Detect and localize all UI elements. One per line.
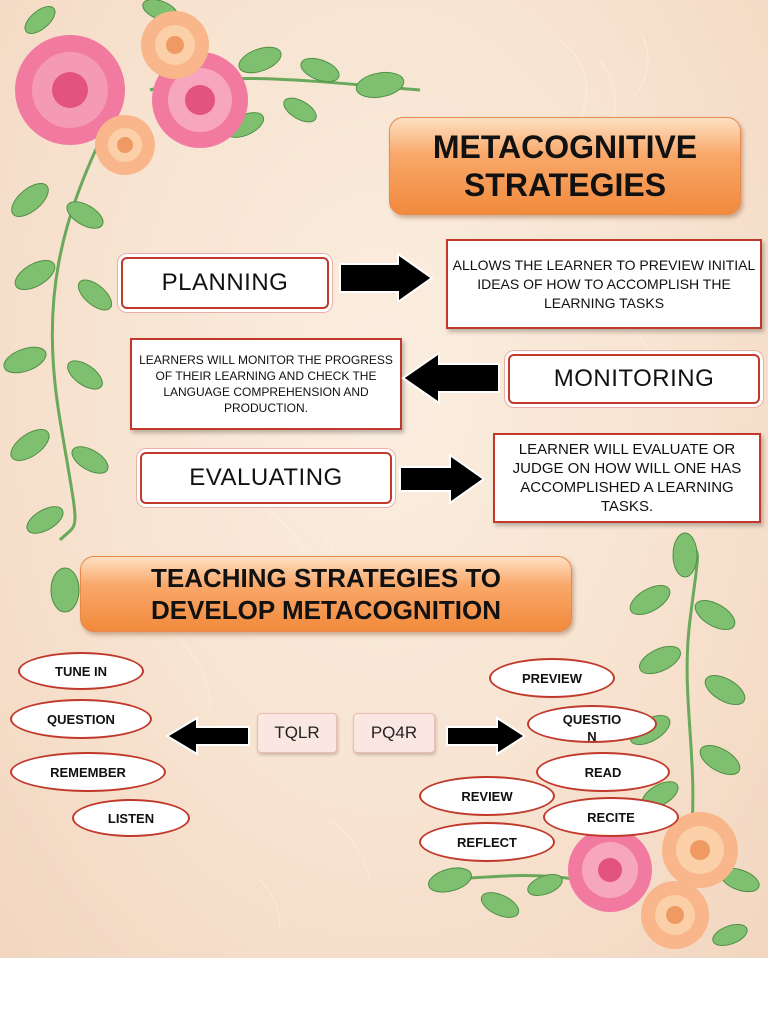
pq4r-item-text: PREVIEW <box>522 670 582 686</box>
title2-line-1: TEACHING STRATEGIES TO <box>150 563 502 593</box>
pq4r-item-recite: RECITE <box>543 797 679 837</box>
tqlr-item-text: LISTEN <box>107 810 155 826</box>
planning-description-text: ALLOWS THE LEARNER TO PREVIEW INITIAL ID… <box>452 256 756 311</box>
tqlr-item-question: QUESTION <box>10 699 152 739</box>
tqlr-item-tune-in: TUNE IN <box>18 652 144 690</box>
tqlr-box: TQLR <box>257 713 337 753</box>
pq4r-item-review: REVIEW <box>419 776 555 816</box>
metacognitive-strategies-title: METACOGNITIVE STRATEGIES <box>389 117 741 215</box>
evaluating-description-text: LEARNER WILL EVALUATE OR JUDGE ON HOW WI… <box>512 441 742 515</box>
pq4r-item-text: QUESTIO N <box>562 712 622 743</box>
tqlr-item-text: REMEMBER <box>50 764 126 780</box>
planning-arrow-icon <box>339 252 434 304</box>
monitoring-label-text: MONITORING <box>553 365 715 392</box>
pq4r-item-text: RECITE <box>587 809 635 825</box>
pq4r-item-text: REFLECT <box>457 834 517 850</box>
pq4r-box: PQ4R <box>353 713 435 753</box>
pq4r-item-read: READ <box>536 752 670 792</box>
teaching-strategies-title: TEACHING STRATEGIES TO DEVELOP METACOGNI… <box>80 556 572 632</box>
monitoring-description-text: LEARNERS WILL MONITOR THE PROGRESS OF TH… <box>139 353 393 415</box>
monitoring-label: MONITORING <box>508 354 760 404</box>
monitoring-arrow-icon <box>401 351 500 405</box>
pq4r-label: PQ4R <box>370 723 418 742</box>
planning-label: PLANNING <box>121 257 329 309</box>
evaluating-arrow-icon <box>399 453 486 505</box>
infographic-page: METACOGNITIVE STRATEGIES PLANNING ALLOWS… <box>0 0 768 958</box>
tqlr-item-text: TUNE IN <box>55 663 107 679</box>
pq4r-item-text: REVIEW <box>461 788 513 804</box>
tqlr-label: TQLR <box>274 723 320 742</box>
pq4r-item-text: READ <box>584 764 622 780</box>
pq4r-item-preview: PREVIEW <box>489 658 615 698</box>
title-line-1: METACOGNITIVE <box>432 129 698 165</box>
tqlr-item-listen: LISTEN <box>72 799 190 837</box>
pq4r-item-reflect: REFLECT <box>419 822 555 862</box>
top-left-roses <box>15 11 248 175</box>
monitoring-description: LEARNERS WILL MONITOR THE PROGRESS OF TH… <box>130 338 402 430</box>
evaluating-label-text: EVALUATING <box>189 464 343 491</box>
planning-label-text: PLANNING <box>161 269 289 296</box>
tqlr-arrow-icon <box>165 716 250 756</box>
evaluating-label: EVALUATING <box>140 452 392 504</box>
title-line-2: STRATEGIES <box>463 167 667 203</box>
planning-description: ALLOWS THE LEARNER TO PREVIEW INITIAL ID… <box>446 239 762 329</box>
tqlr-item-remember: REMEMBER <box>10 752 166 792</box>
title2-line-2: DEVELOP METACOGNITION <box>150 595 502 625</box>
pq4r-item-question: QUESTIO N <box>527 705 657 743</box>
pq4r-arrow-icon <box>446 716 527 756</box>
tqlr-item-text: QUESTION <box>47 711 115 727</box>
evaluating-description: LEARNER WILL EVALUATE OR JUDGE ON HOW WI… <box>493 433 761 523</box>
